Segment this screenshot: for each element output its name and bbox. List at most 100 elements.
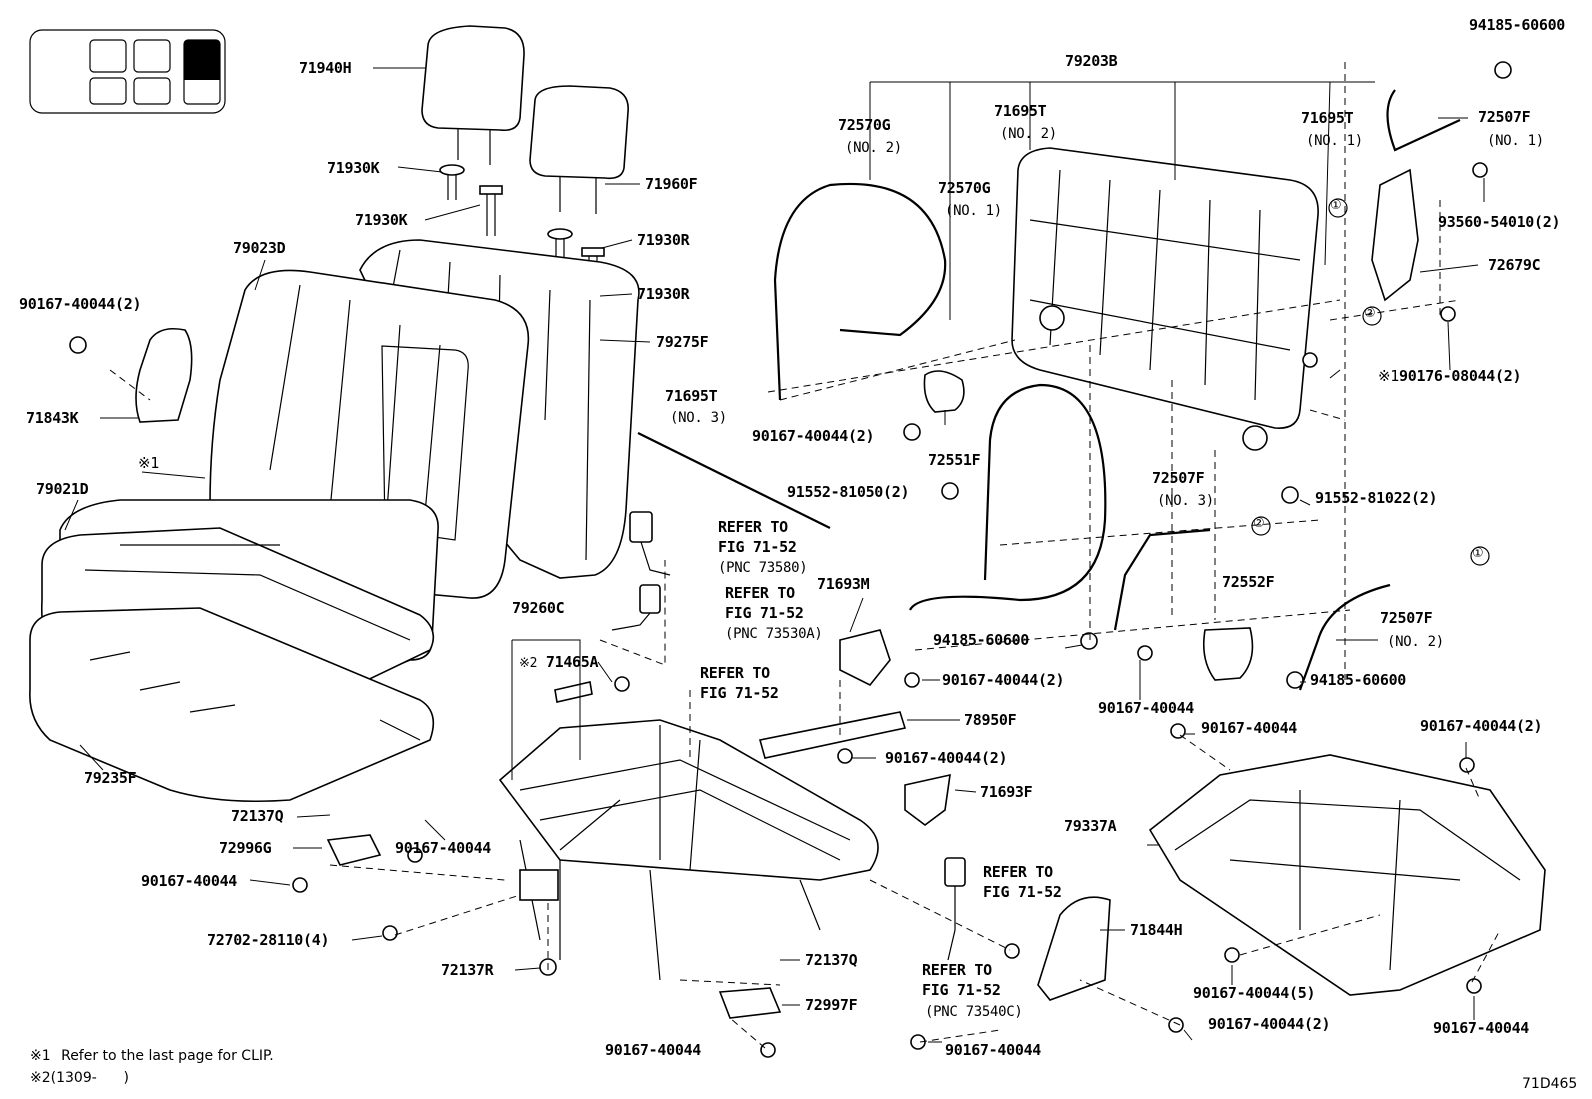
seat-frame-shape [498, 719, 879, 981]
part-label: 72507F [1380, 609, 1433, 627]
part-label: 90167-40044 [1433, 1019, 1530, 1037]
part-label: 90167-40044 [1098, 699, 1195, 717]
part-label: 71695T [665, 387, 718, 405]
part-label: 72507F [1478, 108, 1531, 126]
part-label: 90167-40044(5) [1193, 984, 1316, 1002]
part-label: 94185-60600 [1310, 671, 1407, 689]
part-code: 90176-08044(2) [1399, 367, 1522, 385]
part-label: 72570G [938, 179, 991, 197]
part-label: 72507F [1152, 469, 1205, 487]
clip-mark: ※1 [138, 454, 159, 472]
part-label: 90167-40044(2) [885, 749, 1008, 767]
assembly-lines [109, 62, 1501, 1049]
part-label: 91552-81022(2) [1315, 489, 1438, 507]
part-label: 79275F [656, 333, 709, 351]
part-label: 90167-40044(2) [1208, 1015, 1331, 1033]
reference-label: (PNC 73540C) [925, 1004, 1023, 1020]
reference-label: REFER TO [718, 518, 788, 536]
part-label: 71930R [637, 231, 690, 249]
part-label: 71960F [645, 175, 698, 193]
footnote-mark: ※2 [30, 1070, 51, 1086]
reference-label: REFER TO [922, 961, 992, 979]
part-label: 90167-40044 [945, 1041, 1042, 1059]
part-label: 90167-40044(2) [1420, 717, 1543, 735]
part-label: ※190176-08044(2) [1378, 367, 1522, 385]
headrest-support-shapes [439, 164, 605, 298]
part-label: 90167-40044(2) [752, 427, 875, 445]
seatback-frame-shape [1011, 147, 1319, 451]
part-code: 71465A [545, 653, 599, 671]
reference-label: (PNC 73580) [718, 560, 808, 576]
part-sub-label: (NO. 1) [1306, 133, 1363, 149]
part-label: 94185-60600 [933, 631, 1030, 649]
reference-label: FIG 71-52 [983, 883, 1062, 901]
circled-number-2: ② [1364, 306, 1376, 321]
part-label: 79260C [512, 599, 565, 617]
part-sub-label: (NO. 3) [1157, 493, 1214, 509]
footnote-2: ※2(1309- ) [30, 1070, 129, 1086]
part-sub-label: (NO. 2) [845, 140, 902, 156]
reference-label: REFER TO [700, 664, 770, 682]
part-label: 93560-54010(2) [1438, 213, 1561, 231]
seat-cushion-shapes [29, 499, 439, 803]
serial-mark: ※2 [519, 656, 538, 671]
part-label: 79337A [1064, 817, 1117, 835]
reference-label: REFER TO [725, 584, 795, 602]
diagram-id: 71D465 [1522, 1076, 1578, 1092]
lower-tray-shape [1148, 754, 1546, 996]
part-label: 90167-40044 [395, 839, 492, 857]
part-label: 72997F [805, 996, 858, 1014]
seatback-shapes [209, 239, 640, 599]
part-label: 72137R [441, 961, 494, 979]
part-label: 90167-40044 [605, 1041, 702, 1059]
reference-label: FIG 71-52 [725, 604, 804, 622]
footnote-mark: ※1 [30, 1048, 51, 1064]
part-label: 79203B [1065, 52, 1118, 70]
part-label: 79021D [36, 480, 89, 498]
part-label: 71693M [817, 575, 870, 593]
part-label: 72679C [1488, 256, 1541, 274]
part-label: 79235F [84, 769, 137, 787]
part-label: 94185-60600 [1469, 16, 1566, 34]
reference-label: (PNC 73530A) [725, 626, 823, 642]
part-label: 78950F [964, 711, 1017, 729]
part-label: 72551F [928, 451, 981, 469]
part-label: 71695T [1301, 109, 1354, 127]
part-label: 71930K [327, 159, 380, 177]
part-label: 90167-40044(2) [942, 671, 1065, 689]
circled-number-2: ② [1253, 516, 1265, 531]
reference-label: FIG 71-52 [718, 538, 797, 556]
part-label: 72996G [219, 839, 272, 857]
part-label: 71930R [637, 285, 690, 303]
buckle-shapes [611, 511, 966, 961]
part-label: 90167-40044(2) [19, 295, 142, 313]
reference-label: FIG 71-52 [922, 981, 1001, 999]
part-sub-label: (NO. 2) [1000, 126, 1057, 142]
part-sub-label: (NO. 3) [670, 410, 727, 426]
circled-callout-icons [1251, 198, 1490, 566]
part-label: 72137Q [231, 807, 284, 825]
part-label: 79023D [233, 239, 286, 257]
cable-shapes [637, 89, 1461, 691]
part-label: 90167-40044 [1201, 719, 1298, 737]
part-sub-label: (NO. 1) [945, 203, 1002, 219]
part-sub-label: (NO. 2) [1387, 634, 1444, 650]
part-label: 71940H [299, 59, 352, 77]
part-label: 72702-28110(4) [207, 931, 330, 949]
circled-number-1: ① [1330, 198, 1342, 213]
footnote-1: ※1 Refer to the last page for CLIP. [30, 1048, 274, 1064]
part-label: ※2 71465A [519, 653, 599, 672]
footnote-text: (1309- ) [50, 1070, 129, 1086]
headrest-shape [421, 25, 629, 214]
part-label: 91552-81050(2) [787, 483, 910, 501]
part-label: 90167-40044 [141, 872, 238, 890]
bracket-shapes [135, 168, 1419, 1019]
reference-label: REFER TO [983, 863, 1053, 881]
fastener-shapes [69, 61, 1512, 1058]
part-label: 71693F [980, 783, 1033, 801]
footnote-text: Refer to the last page for CLIP. [61, 1048, 274, 1064]
part-label: 72570G [838, 116, 891, 134]
leader-lines [64, 67, 1485, 1043]
circled-number-1: ① [1472, 546, 1484, 561]
seat-layout-icon [29, 29, 226, 114]
